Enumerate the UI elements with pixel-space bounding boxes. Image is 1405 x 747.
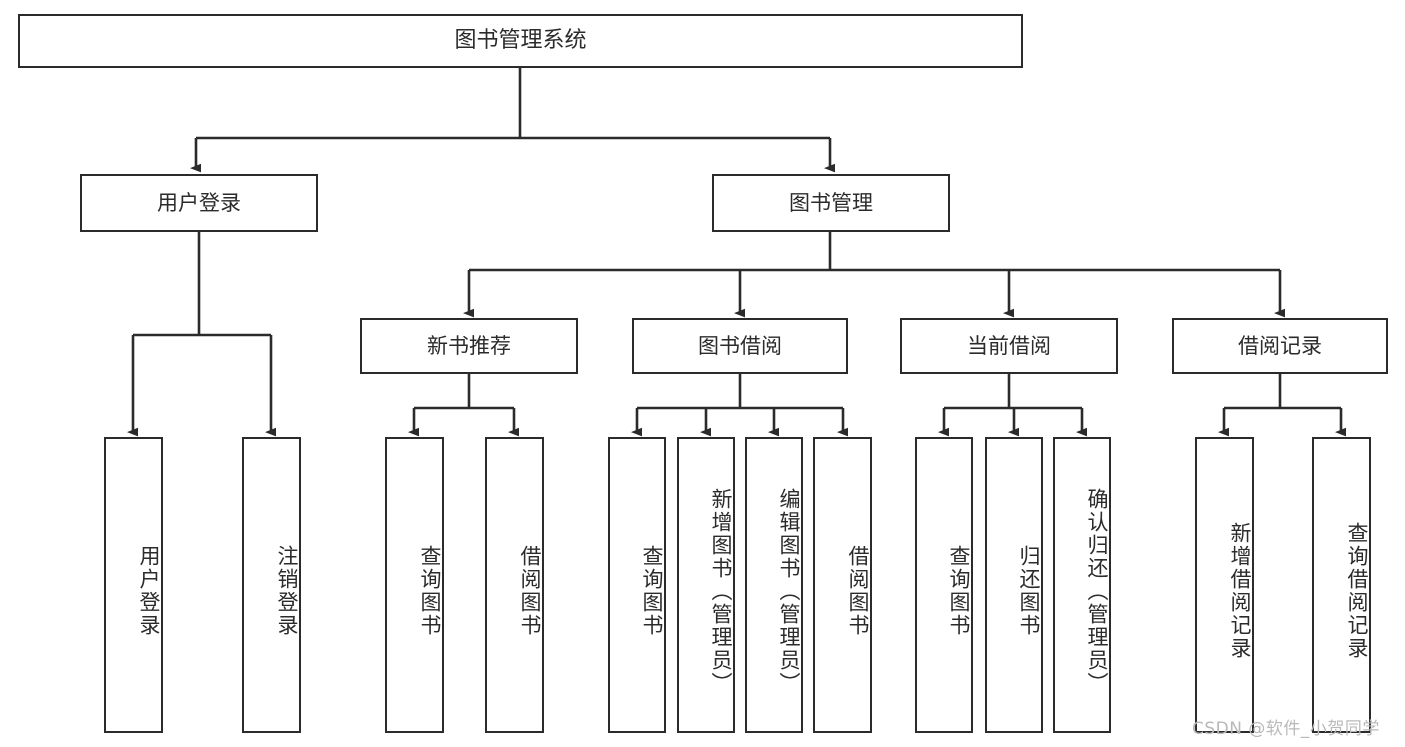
node-label: 编辑图书（管理员） [777, 487, 801, 695]
leaf-user-logout[interactable]: 注销登录 [242, 437, 301, 733]
node-label: 借阅图书 [518, 545, 542, 637]
leaf-recommend-borrow-book[interactable]: 借阅图书 [485, 437, 544, 733]
node-label: 新书推荐 [427, 333, 511, 358]
node-label: 查询借阅记录 [1345, 522, 1369, 660]
leaf-current-return-book[interactable]: 归还图书 [985, 437, 1043, 733]
leaf-record-query-borrow-record[interactable]: 查询借阅记录 [1312, 437, 1371, 733]
node-label: 注销登录 [275, 545, 299, 637]
node-label: 用户登录 [137, 545, 161, 637]
node-label: 查询图书 [640, 545, 664, 637]
node-label: 借阅图书 [846, 545, 870, 637]
node-label: 查询图书 [418, 545, 442, 637]
node-label: 图书管理 [789, 190, 873, 215]
node-label: 图书借阅 [698, 333, 782, 358]
leaf-borrow-lend-book[interactable]: 借阅图书 [813, 437, 872, 733]
node-label: 新增借阅记录 [1228, 522, 1252, 660]
leaf-current-query-book[interactable]: 查询图书 [915, 437, 973, 733]
node-user-login[interactable]: 用户登录 [80, 174, 318, 232]
leaf-recommend-query-book[interactable]: 查询图书 [385, 437, 444, 733]
node-root-system[interactable]: 图书管理系统 [18, 14, 1023, 68]
watermark-text: CSDN @软件_小贺同学 [1192, 719, 1380, 739]
node-book-manage[interactable]: 图书管理 [712, 174, 950, 232]
node-label: 借阅记录 [1238, 333, 1322, 358]
leaf-record-add-borrow-record[interactable]: 新增借阅记录 [1195, 437, 1254, 733]
leaf-borrow-add-book-admin[interactable]: 新增图书（管理员） [677, 437, 735, 733]
leaf-current-confirm-return-admin[interactable]: 确认归还（管理员） [1053, 437, 1111, 733]
leaf-borrow-query-book[interactable]: 查询图书 [608, 437, 666, 733]
node-label: 新增图书（管理员） [709, 487, 733, 695]
node-label: 用户登录 [157, 190, 241, 215]
node-book-borrow[interactable]: 图书借阅 [632, 318, 848, 374]
node-label: 当前借阅 [967, 333, 1051, 358]
node-label: 图书管理系统 [454, 28, 587, 54]
node-new-book-recommend[interactable]: 新书推荐 [360, 318, 578, 374]
node-label: 归还图书 [1017, 545, 1041, 637]
node-borrow-record[interactable]: 借阅记录 [1172, 318, 1388, 374]
leaf-borrow-edit-book-admin[interactable]: 编辑图书（管理员） [745, 437, 803, 733]
leaf-user-login[interactable]: 用户登录 [104, 437, 163, 733]
node-label: 查询图书 [947, 545, 971, 637]
node-current-borrow[interactable]: 当前借阅 [900, 318, 1118, 374]
node-label: 确认归还（管理员） [1085, 487, 1109, 695]
